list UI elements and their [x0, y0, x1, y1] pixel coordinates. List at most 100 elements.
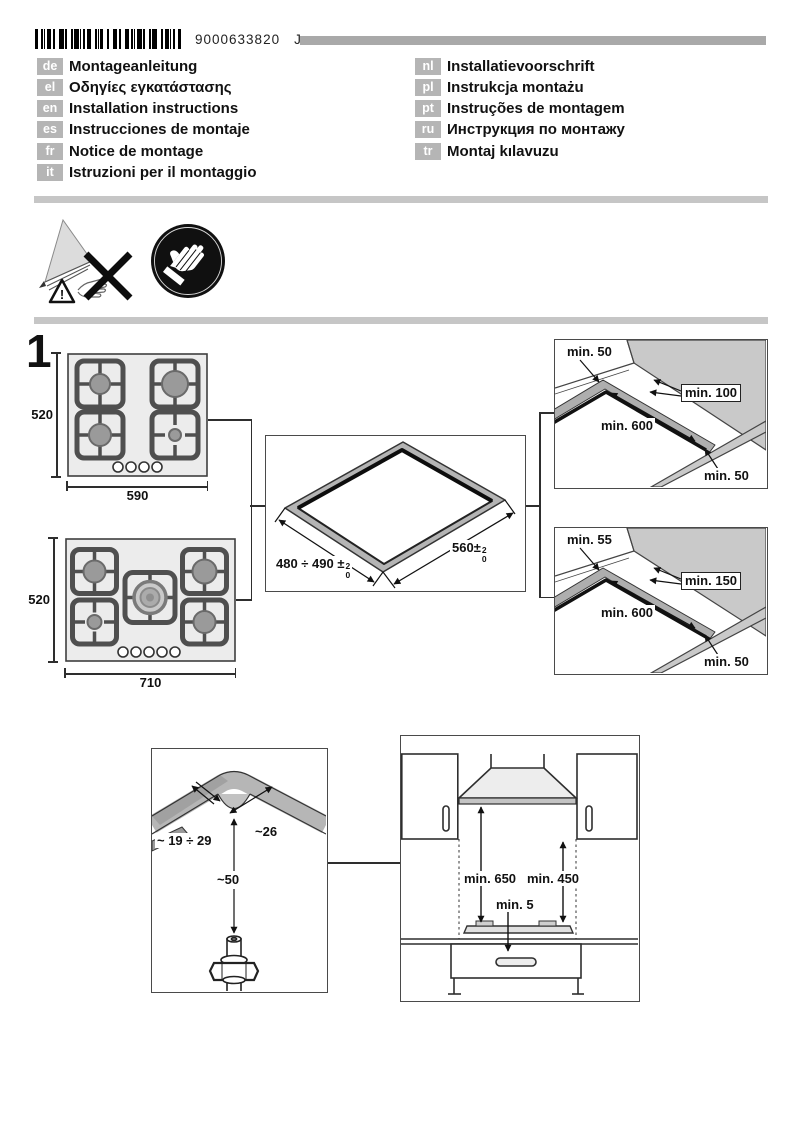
language-row: it Istruzioni per il montaggio — [37, 163, 257, 181]
language-title: Instruções de montagem — [447, 99, 625, 117]
min-depth-dim: ~50 — [215, 872, 242, 887]
language-row: fr Notice de montage — [37, 142, 203, 160]
language-row: el Οδηγίες εγκατάστασης — [37, 78, 232, 96]
connector-line — [250, 505, 265, 507]
cabinet-handle — [442, 805, 450, 832]
part-number: 9000633820 J — [195, 32, 302, 47]
control-knobs — [112, 461, 163, 473]
dim-tick — [234, 668, 236, 678]
right-cabinet — [576, 753, 638, 840]
language-title: Οδηγίες εγκατάστασης — [69, 78, 232, 96]
language-title: Notice de montage — [69, 142, 204, 160]
language-code-badge: el — [37, 78, 63, 96]
hood-to-hob-dim: min. 650 — [462, 871, 519, 886]
connector-line — [539, 596, 554, 598]
hob-4-burner-drawing — [67, 353, 208, 477]
hob-profile — [462, 925, 575, 934]
connector-line — [236, 599, 252, 601]
language-code-badge: nl — [415, 57, 441, 75]
dim-tick — [206, 481, 208, 491]
hob-to-drawer-dim: min. 5 — [494, 897, 536, 912]
dim-tick — [66, 481, 68, 491]
cutout-width-value: 560± — [452, 540, 481, 555]
tolerance-lower: 0 — [481, 553, 487, 564]
language-row: pt Instruções de montagem — [415, 99, 625, 117]
revision-code: J — [294, 32, 302, 47]
worktop-cutout-drawing — [274, 441, 516, 589]
dim-tick — [64, 668, 66, 678]
extractor-hood — [456, 767, 579, 799]
language-code-badge: tr — [415, 142, 441, 160]
connector-line — [328, 862, 400, 864]
barcode — [35, 29, 183, 49]
part-number-value: 9000633820 — [195, 32, 281, 47]
worktop-thickness-dim: ~ 19 ÷ 29 — [155, 833, 214, 848]
corner-radius-dim: ~26 — [253, 824, 280, 839]
language-code-badge: pt — [415, 99, 441, 117]
language-title: Montageanleitung — [69, 57, 198, 75]
tolerance-lower: 0 — [345, 569, 351, 580]
clearance-diagram-alt: min. 55 min. 150 min. 600 min. 50 — [552, 527, 768, 675]
dim-line — [65, 673, 236, 675]
gas-connection-drawing — [208, 935, 260, 991]
section-divider — [34, 196, 768, 203]
clearance-front-distance: min. 600 — [599, 418, 656, 433]
connector-line — [250, 419, 252, 600]
language-code-badge: it — [37, 163, 63, 181]
clearance-front-edge: min. 50 — [702, 654, 751, 669]
language-code-badge: ru — [415, 120, 441, 138]
dim-tick — [48, 537, 58, 539]
clearance-front-edge: min. 50 — [702, 468, 751, 483]
clearance-drawing — [552, 527, 767, 674]
cabinet-to-hob-dim: min. 450 — [525, 871, 582, 886]
language-row: pl Instrukcja montażu — [415, 78, 584, 96]
connector-line — [539, 412, 541, 598]
dim-tick — [51, 476, 61, 478]
clearance-drawing — [552, 339, 767, 488]
language-row: es Instrucciones de montaje — [37, 120, 250, 138]
language-code-badge: es — [37, 120, 63, 138]
hood-clearance-box: min. 650 min. 450 min. 5 — [400, 735, 640, 1002]
language-code-badge: de — [37, 57, 63, 75]
language-title: Instrukcja montażu — [447, 78, 584, 96]
dim-tick — [48, 661, 58, 663]
clearance-diagram-standard: min. 50 min. 100 min. 600 min. 50 — [552, 339, 768, 489]
left-cabinet — [401, 753, 459, 840]
dim-line — [56, 353, 58, 477]
drawer-handle — [495, 957, 537, 967]
dim-line — [67, 486, 208, 488]
tolerance-upper: 2 — [481, 545, 487, 555]
language-row: nl Installatievoorschrift — [415, 57, 595, 75]
control-knobs — [117, 646, 181, 658]
hob4-width-dim: 590 — [126, 488, 149, 503]
hood-clearance-drawing — [401, 753, 638, 995]
hob5-width-dim: 710 — [139, 675, 162, 690]
hob5-depth-dim: 520 — [28, 592, 50, 607]
language-title: Installatievoorschrift — [447, 57, 595, 75]
dim-tick — [51, 352, 61, 354]
language-row: en Installation instructions — [37, 99, 238, 117]
connector-line — [539, 412, 554, 414]
glass-handling-warning-icon: ! — [39, 218, 133, 304]
language-row: de Montageanleitung — [37, 57, 197, 75]
language-title: Instrucciones de montaje — [69, 120, 250, 138]
language-title: Инструкция по монтажу — [447, 120, 625, 138]
clearance-rear: min. 55 — [567, 532, 612, 547]
clearance-rear: min. 50 — [567, 344, 612, 359]
language-title: Installation instructions — [69, 99, 239, 117]
language-code-badge: pl — [415, 78, 441, 96]
corner-detail-box: ~ 19 ÷ 29 ~26 ~50 — [147, 748, 331, 993]
language-row: ru Инструкция по монтажу — [415, 120, 625, 138]
hob4-depth-dim: 520 — [31, 407, 53, 422]
corner-detail-drawing — [147, 770, 331, 991]
tolerance-upper: 2 — [345, 561, 351, 571]
svg-text:!: ! — [60, 287, 64, 302]
cabinet-handle — [585, 805, 593, 832]
figure-number: 1 — [26, 325, 52, 377]
language-code-badge: en — [37, 99, 63, 117]
clearance-side: min. 150 — [681, 572, 742, 590]
hob-5-burner-drawing — [65, 538, 236, 662]
